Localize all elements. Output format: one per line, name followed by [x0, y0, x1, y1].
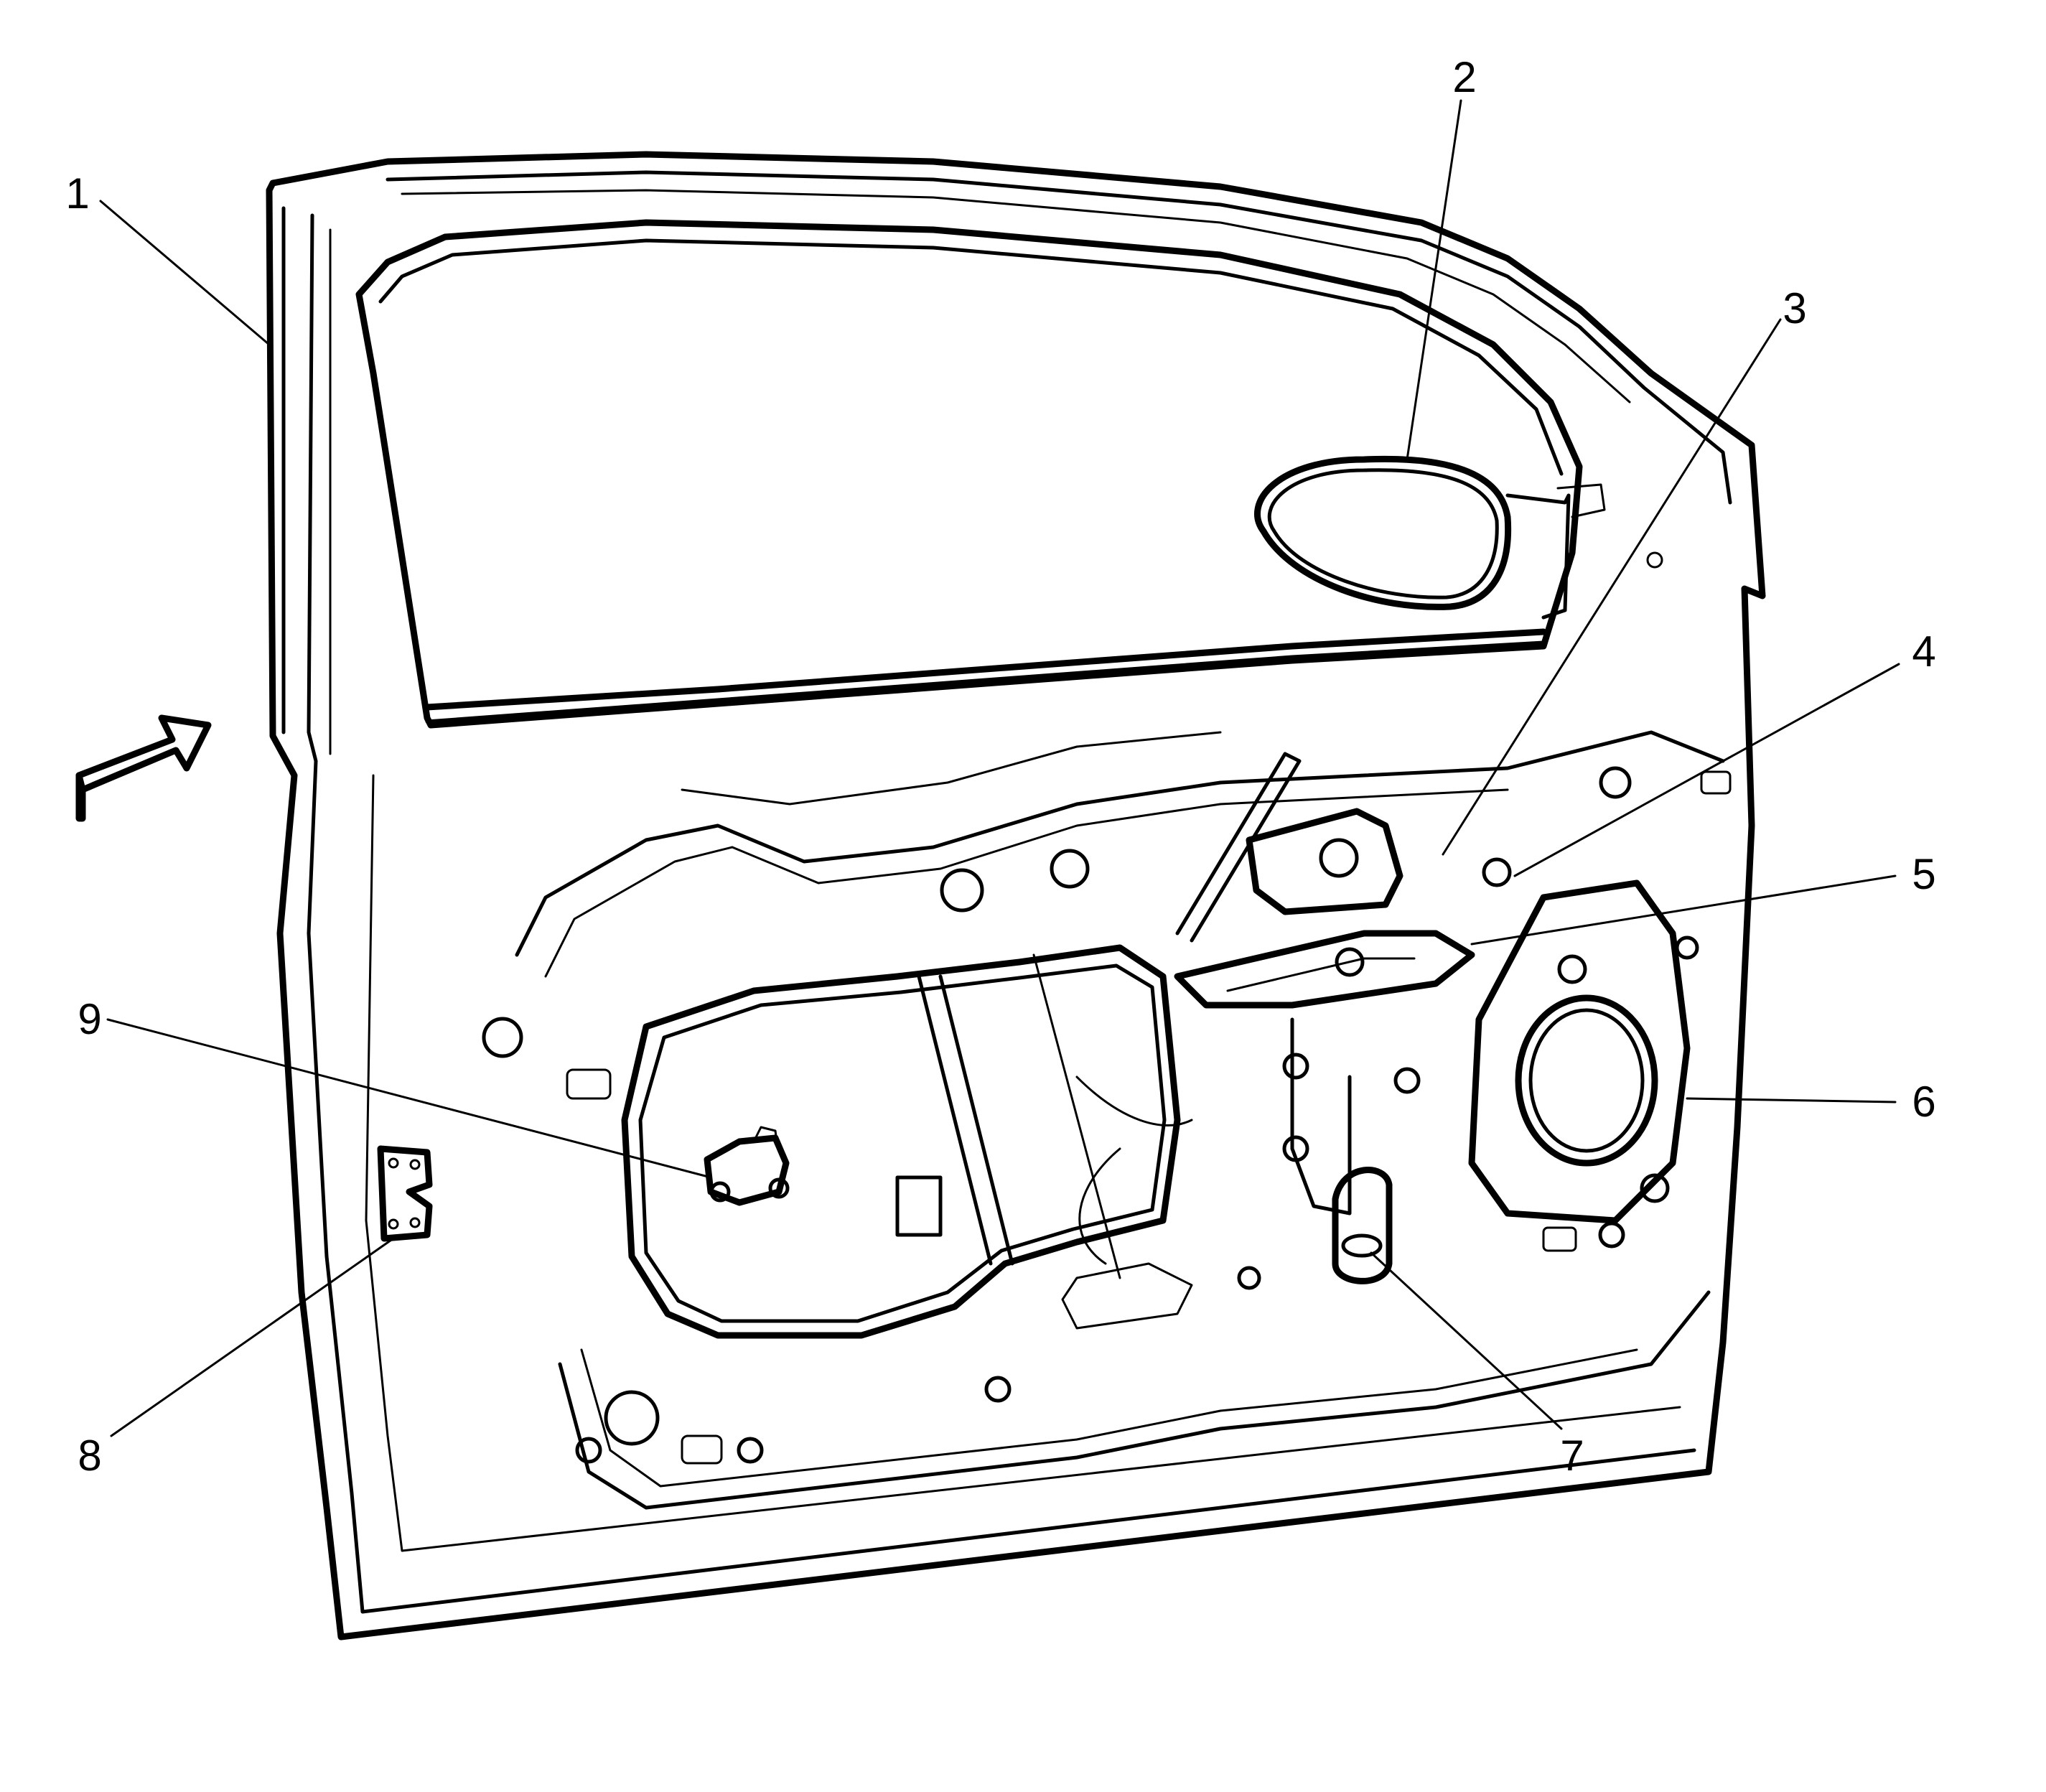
handle-area [1174, 752, 1475, 1215]
fastener-bolt [1646, 551, 1663, 569]
lock-rod-clip [1332, 1167, 1393, 1284]
fastener-bolt [1237, 1266, 1261, 1290]
fastener-bolt [1675, 935, 1699, 960]
callout-number: 1 [65, 169, 89, 218]
fastener-bolt [1282, 1053, 1309, 1080]
fastener-bolt [1050, 849, 1090, 889]
inner-panel [515, 730, 1732, 1510]
fastener-bolt [940, 868, 984, 913]
fastener-bolt [1393, 1067, 1421, 1094]
side-mirror [1254, 455, 1606, 620]
callout-number: 5 [1912, 850, 1935, 898]
actuator [704, 1126, 790, 1206]
callout-number: 3 [1783, 284, 1806, 332]
fastener-bolt [1482, 857, 1512, 887]
window-glass [355, 219, 1583, 729]
callout-number: 7 [1560, 1432, 1584, 1480]
callout-number: 6 [1912, 1078, 1935, 1126]
door-outer-shell [266, 151, 1766, 1641]
arrow-icon [75, 714, 212, 822]
callout-number: 2 [1452, 53, 1476, 101]
speaker [1468, 879, 1691, 1224]
fastener-bolt [737, 1437, 764, 1464]
fastener-bolt [1282, 1135, 1309, 1162]
callout-labels: 1 2 3 4 5 6 7 8 9 [65, 53, 1935, 1480]
fastener-bolt [984, 1376, 1012, 1403]
callout-number: 9 [78, 995, 101, 1043]
leader-lines [99, 99, 1900, 1437]
callout-number: 4 [1912, 627, 1935, 676]
fastener-bolt [482, 1017, 523, 1058]
fastener-bolt [1599, 766, 1632, 799]
hinge-plate [377, 1145, 433, 1242]
fastener-bolt [1598, 1221, 1625, 1249]
window-regulator [895, 953, 1193, 1279]
fastener-bolt [575, 1437, 602, 1464]
fastener-bolt [604, 1390, 660, 1446]
fasteners [482, 551, 1699, 1464]
callout-number: 8 [78, 1432, 101, 1480]
fastener-bolt [1335, 947, 1365, 977]
